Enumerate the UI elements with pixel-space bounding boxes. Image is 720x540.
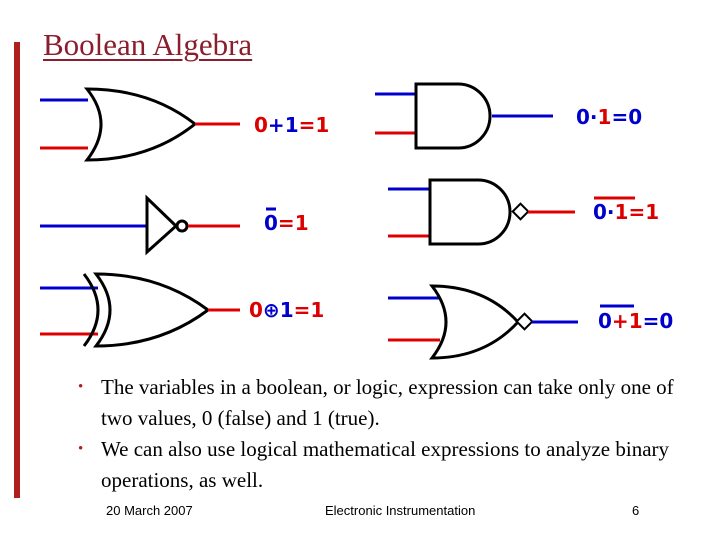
slide-title: Boolean Algebra	[43, 27, 253, 62]
left-accent-bar	[14, 42, 20, 498]
xor-equation: 0⊕1=1	[249, 298, 324, 322]
bullet-list: •The variables in a boolean, or logic, e…	[78, 372, 688, 496]
bullet-dot-icon: •	[78, 441, 84, 457]
bullet-dot-icon: •	[78, 379, 84, 395]
footer-page-number: 6	[632, 503, 640, 518]
and-gate-icon	[375, 82, 553, 150]
nor-gate-icon	[388, 284, 578, 360]
nor-equation: 0+1=0	[598, 309, 673, 333]
and-equation: 0·1=0	[576, 105, 642, 129]
nand-gate-icon	[388, 178, 575, 246]
or-gate-icon	[40, 87, 240, 162]
not-gate-icon	[40, 194, 240, 256]
xor-gate-icon	[40, 272, 240, 348]
not-equation: 0=1	[264, 211, 309, 235]
or-equation: 0+1=1	[254, 113, 329, 137]
footer-date: 20 March 2007	[106, 503, 193, 518]
bullet-item: •The variables in a boolean, or logic, e…	[78, 372, 688, 434]
logic-gates-diagram: .w { fill: none; stroke: #000; stroke-wi…	[40, 82, 673, 360]
nand-equation: 0·1=1	[593, 200, 659, 224]
footer-course: Electronic Instrumentation	[325, 503, 476, 518]
bullet-item: •We can also use logical mathematical ex…	[78, 434, 688, 496]
